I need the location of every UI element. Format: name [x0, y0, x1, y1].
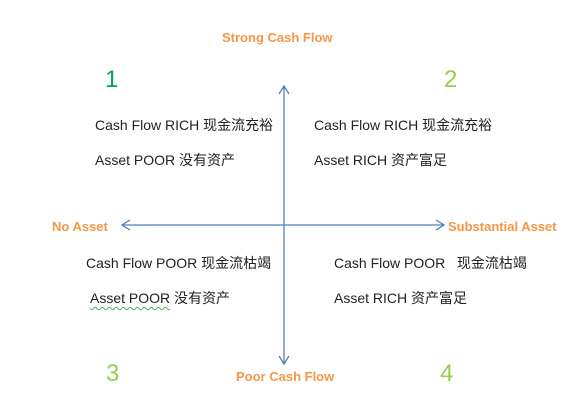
- quadrant-1-line-1: Cash Flow RICH 现金流充裕: [95, 117, 274, 133]
- arrowhead-up: [278, 84, 290, 95]
- quadrant-4-line-2: Asset RICH 资产富足: [334, 290, 468, 306]
- arrowhead-right: [435, 219, 446, 231]
- quadrant-2-line-2: Asset RICH 资产富足: [314, 152, 448, 168]
- axis-label-left: No Asset: [52, 219, 108, 234]
- quadrant-4-number: 4: [440, 360, 454, 387]
- arrowhead-left: [120, 219, 131, 231]
- quadrant-3-line-2: Asset POOR 没有资产: [90, 288, 230, 308]
- axis-label-top: Strong Cash Flow: [222, 30, 333, 45]
- quadrant-1-number: 1: [105, 66, 119, 93]
- quadrant-1-line-2: Asset POOR 没有资产: [95, 152, 236, 168]
- quadrant-2-number: 2: [444, 66, 458, 93]
- arrowhead-down: [278, 355, 290, 366]
- quadrant-2-line-1: Cash Flow RICH 现金流充裕: [314, 117, 493, 133]
- spellcheck-underlined-text: Asset POOR: [90, 290, 171, 306]
- quadrant-3-number: 3: [106, 360, 120, 387]
- quadrant-3-line-1: Cash Flow POOR 现金流枯竭: [86, 255, 272, 271]
- quadrant-3-line-2-rest: 没有资产: [170, 290, 231, 306]
- axis-label-bottom: Poor Cash Flow: [236, 369, 335, 384]
- quadrant-4-line-1: Cash Flow POOR 现金流枯竭: [334, 255, 527, 271]
- axis-label-right: Substantial Asset: [448, 219, 557, 234]
